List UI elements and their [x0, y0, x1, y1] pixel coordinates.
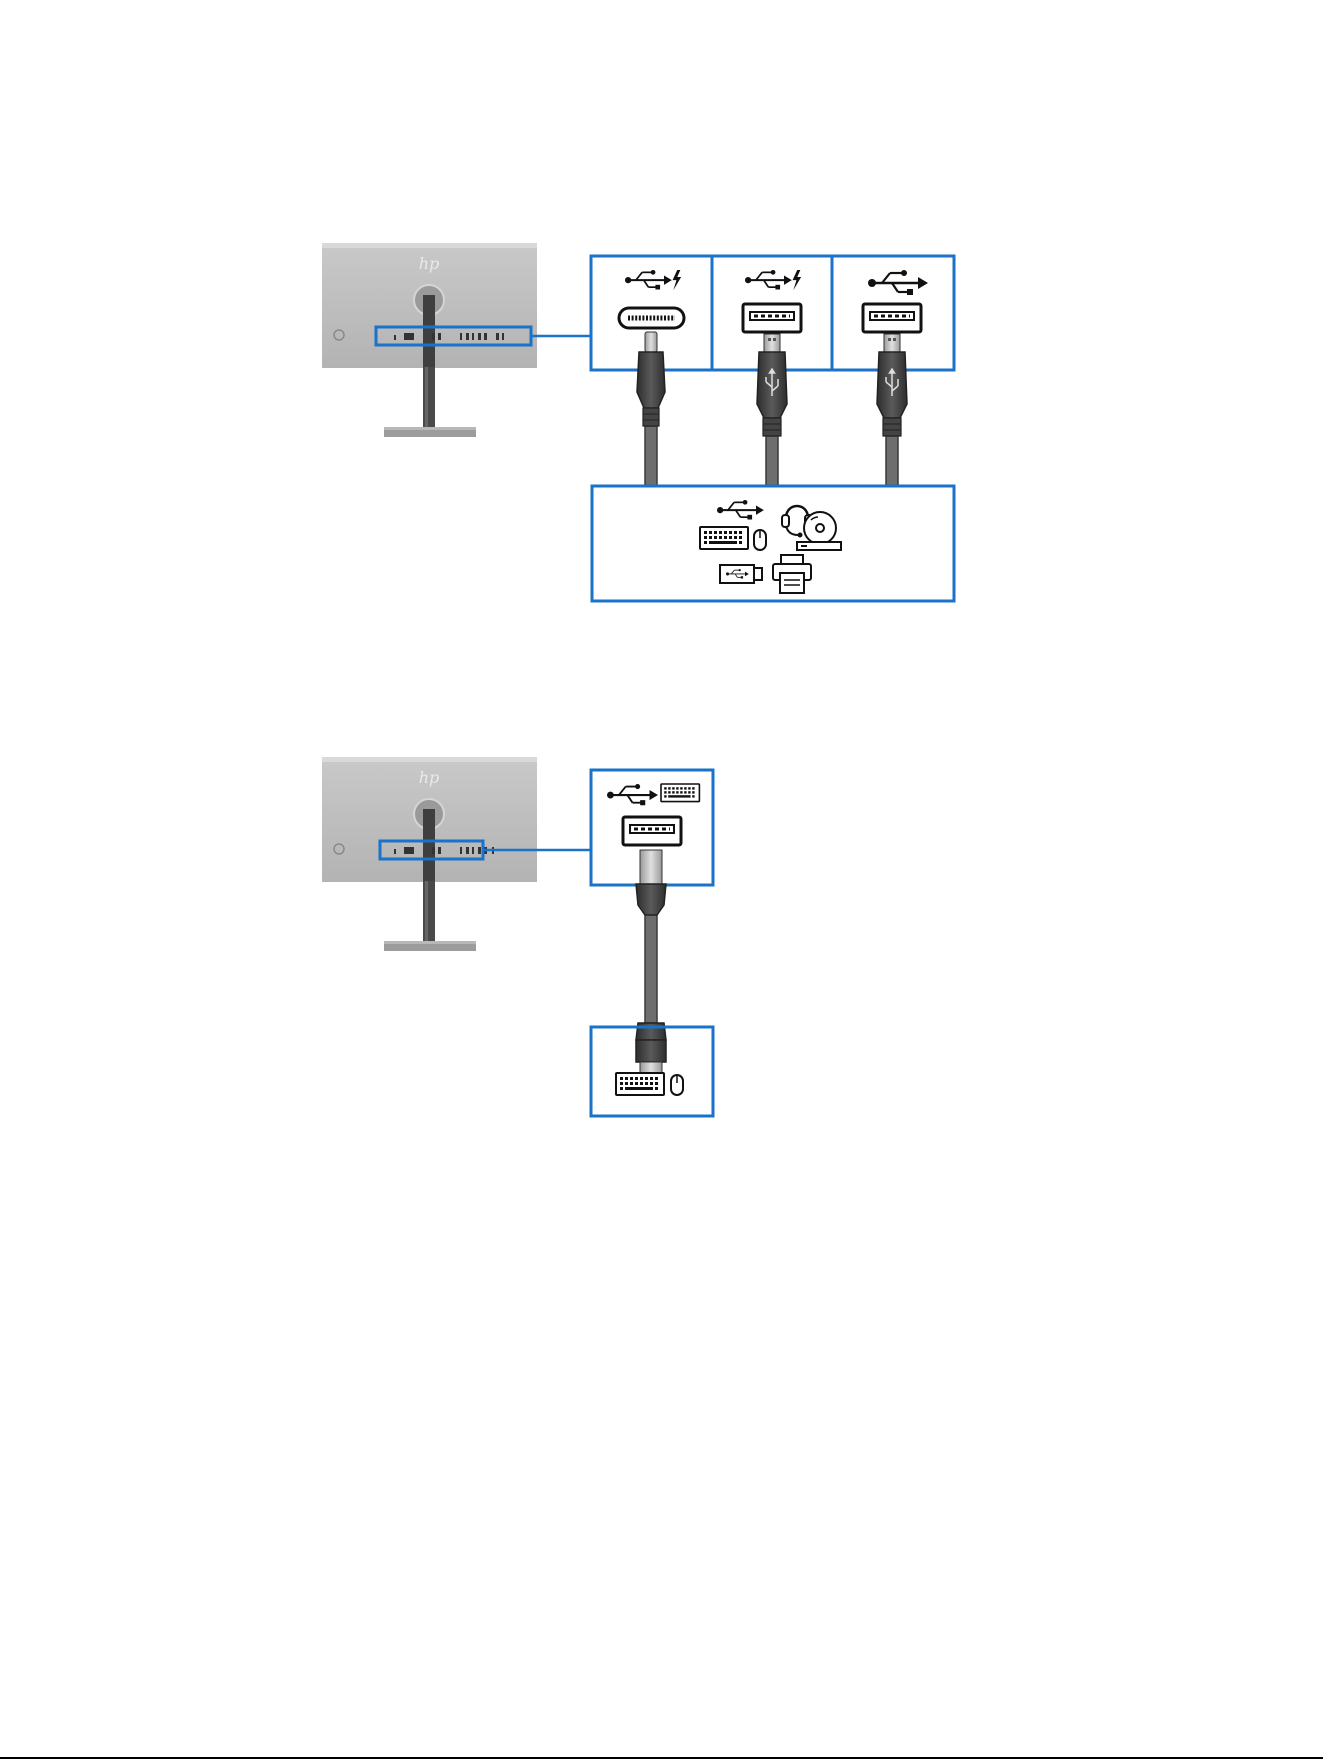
keyboard-icon: [616, 1073, 664, 1095]
usb-a-cable: [757, 334, 787, 486]
mouse-icon: [671, 1075, 683, 1095]
usb-a-port: [623, 817, 681, 845]
figure-2-keyboard-usb-connection: [322, 757, 713, 1116]
page-footer-rule: [0, 1757, 1323, 1759]
keyboard-icon: [661, 784, 699, 802]
monitor-rear-view: [322, 757, 537, 951]
usb-flash-drive-icon: [720, 565, 762, 583]
keyboard-icon: [700, 527, 748, 549]
usb-a-port: [863, 304, 921, 332]
usb-a-cable: [877, 334, 907, 486]
mouse-icon: [754, 530, 766, 550]
figure-1-usb-hub-connections: [322, 243, 954, 601]
usb-a-port: [743, 304, 801, 332]
monitor-rear-view: [322, 243, 537, 437]
usb-a-cable: [636, 850, 666, 1090]
usb-c-cable: [637, 332, 665, 486]
usb-c-port: [619, 308, 684, 328]
usb-devices-frame: [592, 486, 954, 601]
